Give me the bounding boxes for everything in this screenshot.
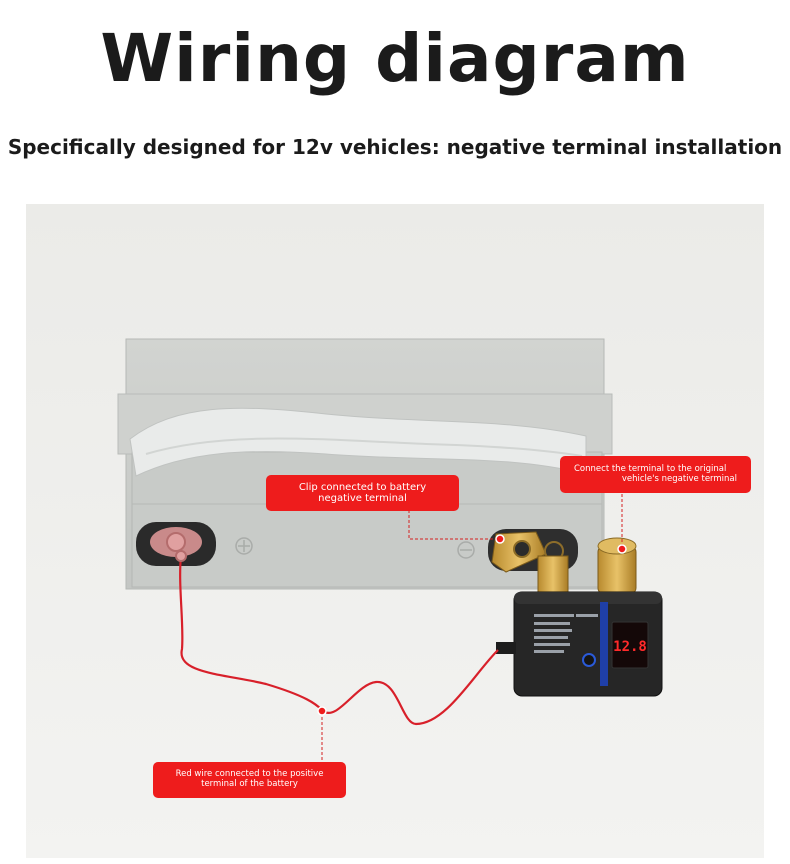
ring-terminal-icon — [175, 550, 187, 562]
voltage-display — [611, 621, 649, 669]
plus-symbol-icon — [235, 537, 253, 555]
wiring-illustration: 12.8 — [26, 204, 764, 858]
battery-strap — [129, 407, 587, 477]
voltage-display-value: 12.8 — [613, 639, 647, 655]
callout-red-wire-line1: Red wire connected to the positive — [175, 769, 324, 780]
callout-original-line2: vehicle's negative terminal — [621, 473, 737, 484]
minus-symbol-icon — [457, 541, 475, 559]
wiring-photo: 12.8 — [26, 204, 764, 858]
page-subtitle: Specifically designed for 12v vehicles: … — [7, 135, 783, 159]
callout-red-wire-line2: terminal of the battery — [201, 779, 298, 789]
wire-marker-dot — [317, 706, 327, 716]
leader-lines — [321, 494, 623, 762]
clip-marker-dot — [495, 534, 505, 544]
callout-clip: Clip connected to battery negative termi… — [266, 475, 459, 511]
cable-gland — [496, 642, 516, 654]
page-title: Wiring diagram — [100, 20, 690, 97]
callout-original-line1: Connect the terminal to the original — [574, 463, 727, 474]
disconnect-switch-device: 12.8 — [496, 591, 663, 697]
callout-original-terminal: Connect the terminal to the original veh… — [560, 456, 751, 493]
callout-clip-line1: Clip connected to battery — [298, 481, 427, 493]
vehicle-terminal-post — [597, 537, 637, 595]
terminal-marker-dot — [617, 544, 627, 554]
callout-clip-line2: negative terminal — [318, 493, 407, 504]
power-button-icon — [582, 653, 596, 667]
blue-label-strip — [600, 602, 608, 686]
battery-clip — [491, 531, 569, 597]
callout-red-wire: Red wire connected to the positive termi… — [153, 762, 346, 798]
